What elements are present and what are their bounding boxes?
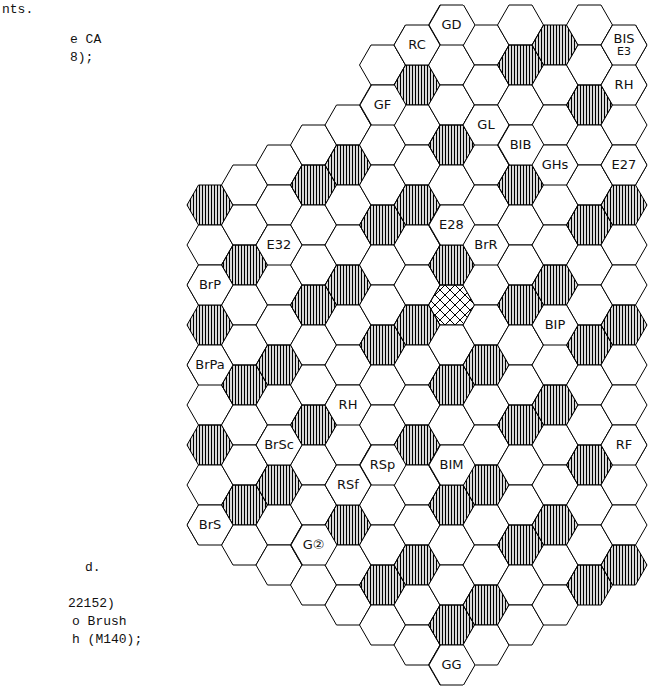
- page-text: e CA: [70, 32, 101, 48]
- hex-label: RH: [601, 65, 647, 105]
- hex-grid: [187, 5, 647, 685]
- hex-code: G②: [303, 538, 325, 552]
- hex-code: E28: [439, 218, 464, 232]
- hex-shape: [256, 225, 302, 265]
- hex-shape: [187, 265, 233, 305]
- hex-label: BIP: [532, 305, 578, 345]
- hex-shape: [325, 465, 371, 505]
- hex-label: RF: [601, 425, 647, 465]
- hex-code: GG: [441, 658, 461, 672]
- hatched-hex: [601, 545, 647, 585]
- hex-cell: [601, 105, 647, 145]
- hex-cell: [601, 425, 647, 465]
- hex-shape: [532, 305, 578, 345]
- hex-code: BrP: [199, 278, 221, 292]
- hex-code: RSf: [337, 478, 359, 492]
- hex-shape: [256, 425, 302, 465]
- hex-code: RC: [408, 38, 425, 52]
- hex-label: RC: [394, 25, 440, 65]
- hex-code: RH: [339, 398, 358, 412]
- hex-code: BIM: [440, 458, 464, 472]
- hex-code: RH: [615, 78, 634, 92]
- page-text: nts.: [2, 2, 33, 18]
- hex-code: GHs: [542, 158, 569, 172]
- hex-label: GF: [360, 85, 406, 125]
- hex-code: E27: [612, 158, 637, 172]
- hex-code: E3: [617, 46, 631, 58]
- hex-label: E32: [256, 225, 302, 265]
- hex-label: GHs: [532, 145, 578, 185]
- hex-cell: [601, 25, 647, 65]
- hex-code: RSp: [370, 458, 396, 472]
- hex-cell: [601, 385, 647, 425]
- hex-code: BrS: [199, 518, 222, 532]
- hex-label: BrPa: [187, 345, 233, 385]
- hex-shape: [394, 25, 440, 65]
- hatched-hex: [601, 185, 647, 225]
- page-text: h (M140);: [72, 632, 142, 648]
- hex-cell: [601, 465, 647, 505]
- hex-cell: [601, 505, 647, 545]
- hex-code: E32: [267, 238, 292, 252]
- hex-label: BrP: [187, 265, 233, 305]
- hex-shape: [463, 225, 509, 265]
- hex-code: BIB: [510, 138, 532, 152]
- hex-cell: [601, 225, 647, 265]
- hex-cell: [601, 65, 647, 105]
- page-text: o Brush: [72, 614, 127, 630]
- hex-shape: [429, 445, 475, 485]
- hex-shape: [601, 425, 647, 465]
- hex-label: RH: [325, 385, 371, 425]
- page-text: d.: [85, 560, 101, 576]
- hex-label: BrSc: [256, 425, 302, 465]
- hex-code: BrSc: [264, 438, 294, 452]
- hex-code: GF: [374, 98, 392, 112]
- hex-code: GD: [441, 18, 461, 32]
- hex-shape: [325, 385, 371, 425]
- hex-code: BIS: [613, 32, 634, 46]
- hex-shape: [601, 65, 647, 105]
- hex-shape: [601, 25, 647, 65]
- hex-label: BrS: [187, 505, 233, 545]
- hex-cell: [601, 345, 647, 385]
- hex-cell: [601, 265, 647, 305]
- hex-shape: [601, 145, 647, 185]
- hex-label: BIM: [429, 445, 475, 485]
- hex-code: BIP: [545, 318, 566, 332]
- hex-shape: [187, 505, 233, 545]
- page-text: 22152): [68, 596, 115, 612]
- hex-shape: [187, 345, 233, 385]
- hex-code: BrPa: [195, 358, 225, 372]
- hex-code: BrR: [474, 238, 497, 252]
- hex-shape: [360, 85, 406, 125]
- hex-code: RF: [616, 438, 633, 452]
- hex-cell: [601, 145, 647, 185]
- hex-label: E27: [601, 145, 647, 185]
- hex-shape: [291, 525, 337, 565]
- hex-shape: [429, 645, 475, 685]
- hex-label: BISE3: [601, 25, 647, 65]
- page-text: 8);: [70, 50, 93, 66]
- hex-label: GG: [429, 645, 475, 685]
- hex-label: RSf: [325, 465, 371, 505]
- hex-label: BrR: [463, 225, 509, 265]
- hex-label: G②: [291, 525, 337, 565]
- hex-shape: [532, 145, 578, 185]
- hex-code: GL: [477, 118, 494, 132]
- hatched-hex: [601, 305, 647, 345]
